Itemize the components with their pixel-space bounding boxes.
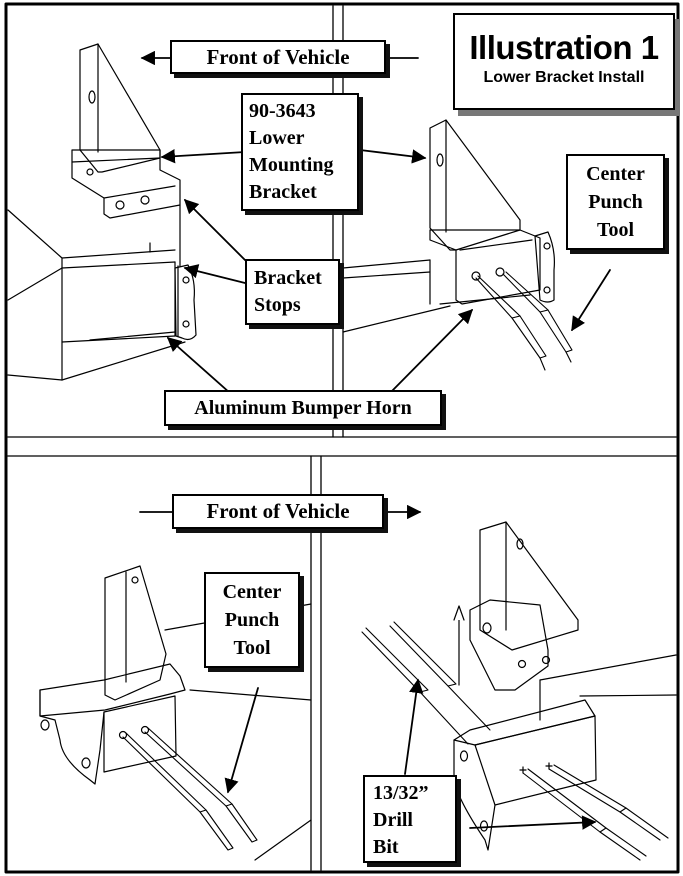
label-bracket-stops: Bracket Stops	[245, 259, 340, 325]
illustration-title-box: Illustration 1 Lower Bracket Install	[453, 13, 675, 110]
label-line: Stops	[254, 294, 301, 316]
label-line: Tool	[233, 637, 271, 659]
panel1-bumper-horn	[7, 209, 197, 381]
panel3-center-punch-tools	[122, 727, 258, 851]
label-front-of-vehicle-bottom: Front of Vehicle	[172, 494, 384, 529]
label-line: Center	[222, 581, 282, 603]
label-line: Punch	[588, 191, 643, 213]
label-line: Tool	[596, 219, 635, 241]
panel1-bracket	[71, 43, 181, 267]
leader-arrows	[139, 50, 611, 830]
label-line: Bracket	[249, 181, 317, 203]
label-drill-bit: 13/32” Drill Bit	[363, 775, 457, 863]
label-line: Mounting	[249, 154, 334, 176]
panel2-bracket	[429, 119, 555, 305]
panel-frame	[4, 2, 680, 874]
panel3-bracket	[39, 565, 186, 785]
panel4-drill-bits	[361, 621, 669, 861]
illustration-title: Illustration 1	[469, 29, 659, 66]
label-line: Bit	[373, 836, 399, 858]
label-line: Drill	[373, 809, 413, 831]
label-line: Center	[586, 163, 645, 185]
label-line: 90-3643	[249, 100, 316, 122]
label-line: 13/32”	[373, 782, 429, 804]
label-line: Bracket	[254, 267, 322, 289]
label-text: Front of Vehicle	[206, 45, 350, 69]
label-text: Front of Vehicle	[206, 499, 350, 523]
panel4-bumper-horn	[539, 654, 677, 721]
panel2-bumper-horn	[342, 259, 531, 333]
label-lower-mounting-bracket: 90-3643 Lower Mounting Bracket	[241, 93, 359, 211]
label-center-punch-tool-bottom: Center Punch Tool	[204, 572, 300, 668]
label-front-of-vehicle-top: Front of Vehicle	[170, 40, 386, 74]
label-line: Lower	[249, 127, 305, 149]
label-line: Punch	[224, 609, 280, 631]
illustration-subtitle: Lower Bracket Install	[483, 69, 645, 86]
panel2-center-punch-tools	[475, 271, 573, 371]
label-center-punch-tool-top: Center Punch Tool	[566, 154, 665, 250]
label-text: Aluminum Bumper Horn	[194, 397, 412, 419]
label-aluminum-bumper-horn: Aluminum Bumper Horn	[164, 390, 442, 426]
panel4-move-arrow	[453, 605, 465, 686]
panel4-upper-bracket	[469, 521, 579, 691]
